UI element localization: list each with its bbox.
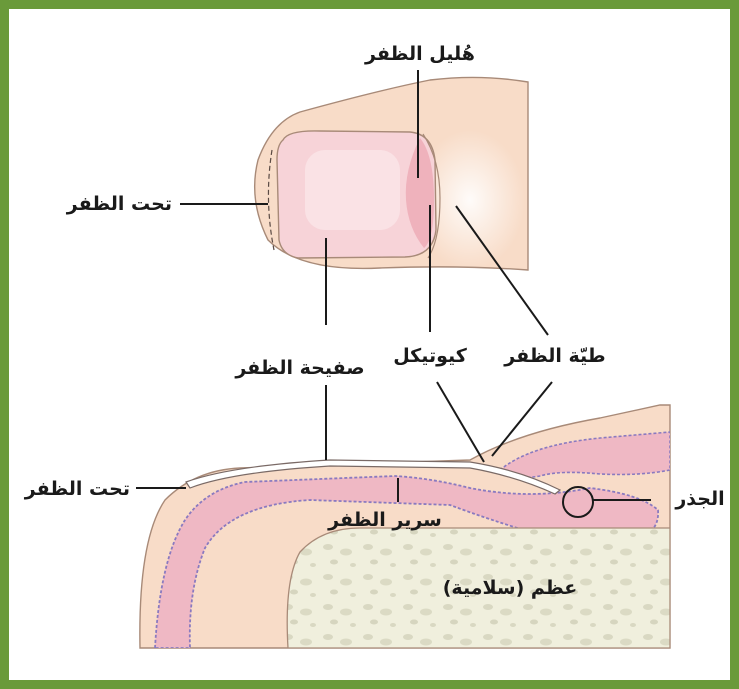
label-nail-fold: طيّة الظفر — [503, 345, 605, 367]
label-hyponychium-top: تحت الظفر — [66, 193, 172, 215]
finger-top-view — [255, 77, 528, 270]
label-root: الجذر — [674, 488, 724, 510]
label-lunula: هُليل الظفر — [364, 43, 475, 65]
label-hyponychium-bottom: تحت الظفر — [24, 478, 130, 500]
label-bone: عظم (سلامية) — [443, 577, 578, 599]
label-cuticle: كيوتيكل — [393, 345, 468, 367]
label-nail-plate: صفيحة الظفر — [234, 357, 364, 379]
leader-cuticle-bottom — [437, 382, 484, 462]
nail-plate-sheen — [305, 150, 400, 230]
label-nail-bed: سرير الظفر — [327, 509, 442, 531]
